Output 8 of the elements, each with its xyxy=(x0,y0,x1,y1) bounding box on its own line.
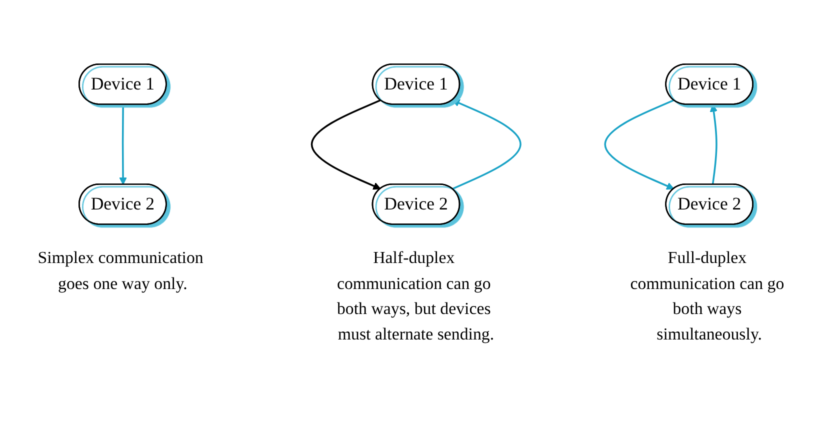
arrow xyxy=(452,99,522,190)
node-label: Simplex communication goes one way only. xyxy=(38,248,204,293)
node-label: Half-duplex communication can go both ways, but devices must alternate sending. xyxy=(336,248,494,344)
arrow xyxy=(604,99,674,190)
node-label: Full-duplex communication can go both ways simultaneously. xyxy=(630,248,784,344)
arrow xyxy=(119,104,127,185)
arrow xyxy=(310,99,381,190)
arrow xyxy=(710,104,718,185)
